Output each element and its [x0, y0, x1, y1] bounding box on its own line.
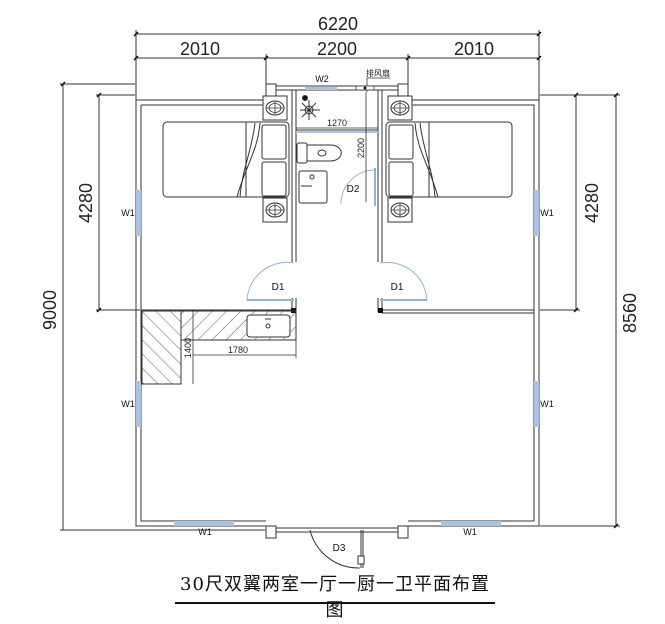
window-w1-left-lower [136, 381, 141, 427]
dim-kitchen-counter-length: 1780 [228, 345, 248, 355]
window-w1-bottom-left [174, 521, 234, 526]
top-dimensions [133, 30, 542, 100]
dim-left-wing-width: 2010 [180, 39, 220, 59]
washbasin-icon [298, 170, 328, 204]
window-w1-right-lower [534, 381, 539, 427]
left-dimensions [60, 81, 265, 531]
label-window-w1-bottom-right: W1 [463, 527, 477, 537]
door-d1-left [246, 261, 295, 301]
dim-bathroom-depth: 2200 [356, 138, 366, 158]
window-w1-right-upper [534, 190, 539, 236]
dim-bedroom-depth-left: 4280 [76, 183, 96, 223]
window-w1-bottom-right [441, 521, 501, 526]
label-window-w1-right-lower: W1 [540, 399, 554, 409]
right-dimensions [540, 92, 620, 529]
dim-bedroom-depth-right: 4280 [582, 183, 602, 223]
nightstand-icon [387, 95, 413, 121]
drawing-title: 30尺双翼两室一厅一厨一卫平面布置图 [175, 572, 495, 621]
label-window-w1-left-upper: W1 [121, 208, 135, 218]
dim-overall-depth-right: 8560 [620, 293, 640, 333]
bathroom [296, 95, 378, 206]
shower-head-icon [300, 95, 320, 120]
label-door-d3: D3 [333, 543, 346, 554]
label-window-w1-left-lower: W1 [121, 399, 135, 409]
dim-right-wing-width: 2010 [454, 39, 494, 59]
kitchen-dims [192, 311, 297, 384]
toilet-icon [296, 142, 342, 164]
dim-kitchen-counter-depth: 1400 [183, 338, 193, 358]
bed-left [162, 121, 290, 198]
window-w2 [305, 87, 337, 90]
windows [136, 87, 539, 526]
label-window-w1-right-upper: W1 [540, 208, 554, 218]
dim-overall-depth-left: 9000 [40, 290, 60, 330]
label-door-d2: D2 [347, 184, 360, 195]
dim-overall-width: 6220 [318, 14, 358, 34]
wall-post [378, 308, 383, 313]
dim-center-width: 2200 [317, 39, 357, 59]
label-door-d1-right: D1 [391, 282, 404, 293]
bathroom-dims [296, 92, 378, 202]
kitchen-counter [141, 310, 297, 385]
door-d3 [309, 529, 365, 569]
label-window-w2: W2 [315, 74, 329, 84]
label-door-d1-left: D1 [272, 282, 285, 293]
bed-right [385, 121, 513, 198]
nightstand-icon [387, 197, 413, 223]
floor-plan: 6220 2010 2200 2010 9000 4280 4280 8560 [40, 14, 640, 569]
label-window-w1-bottom-left: W1 [198, 527, 212, 537]
window-w1-left-upper [136, 190, 141, 236]
label-exhaust-fan: 排风扇 [366, 68, 390, 78]
dim-bathroom-width: 1270 [327, 118, 347, 128]
door-d1-right [379, 261, 428, 301]
nightstand-icon [262, 95, 288, 121]
nightstand-icon [262, 197, 288, 223]
